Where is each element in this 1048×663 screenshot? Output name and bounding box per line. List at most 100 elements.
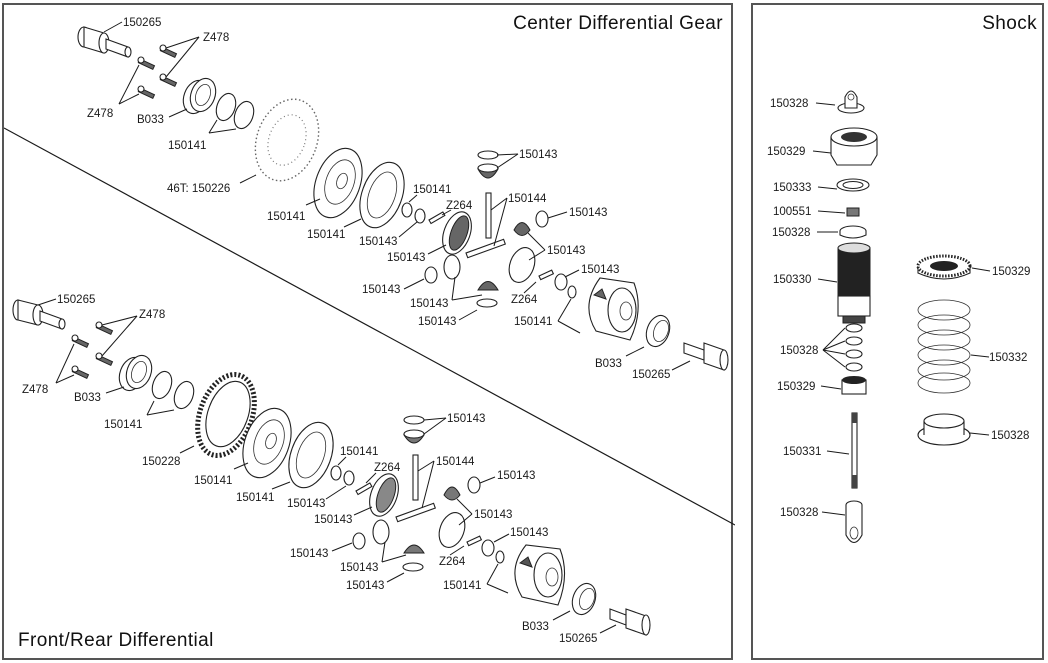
center-case-cover-part bbox=[313, 147, 363, 219]
label-150329: 150329 bbox=[777, 381, 815, 393]
center-pin bbox=[428, 211, 446, 225]
label-150228: 150228 bbox=[142, 456, 180, 468]
fr-bearing-part bbox=[118, 354, 153, 392]
label-150328: 150328 bbox=[770, 98, 808, 110]
label-150141: 150141 bbox=[307, 229, 345, 241]
center-washer-right bbox=[535, 210, 549, 228]
shock-cap-eyelet bbox=[837, 90, 865, 114]
label-150265: 150265 bbox=[123, 17, 161, 29]
center-oring-case bbox=[567, 285, 577, 299]
label-150333: 150333 bbox=[773, 182, 811, 194]
fr-bottom-gear bbox=[402, 544, 425, 572]
center-oring-small bbox=[401, 202, 413, 218]
fr-outdrive-2 bbox=[609, 608, 651, 636]
fr-washer-right bbox=[467, 476, 481, 494]
fr-ring-gear-part bbox=[195, 372, 257, 458]
label-150329: 150329 bbox=[992, 266, 1030, 278]
center-diff-title: Center Differential Gear bbox=[513, 13, 723, 34]
label-150141: 150141 bbox=[194, 475, 232, 487]
label-150141: 150141 bbox=[514, 316, 552, 328]
label-150143: 150143 bbox=[290, 548, 328, 560]
center-bevel-gear-big bbox=[442, 211, 472, 255]
label-150331: 150331 bbox=[783, 446, 821, 458]
fr-bearing-2 bbox=[571, 582, 597, 616]
fr-cross-shafts bbox=[395, 454, 437, 523]
center-spur-gear-dotted bbox=[254, 98, 320, 182]
fr-washer-small bbox=[343, 470, 355, 486]
label-150141: 150141 bbox=[443, 580, 481, 592]
fr-bevel-gear-big bbox=[369, 473, 399, 517]
label-150143: 150143 bbox=[287, 498, 325, 510]
label-150328: 150328 bbox=[780, 507, 818, 519]
fr-outdrive-part bbox=[12, 299, 66, 330]
label-150143: 150143 bbox=[418, 316, 456, 328]
label-150141: 150141 bbox=[168, 140, 206, 152]
fr-washer-case bbox=[481, 539, 495, 557]
shock-cap bbox=[830, 127, 878, 166]
label-150141: 150141 bbox=[104, 419, 142, 431]
front-rear-diff-title: Front/Rear Differential bbox=[18, 630, 214, 651]
label-150328: 150328 bbox=[991, 430, 1029, 442]
label-z478: Z478 bbox=[139, 309, 165, 321]
shock-seals bbox=[845, 323, 863, 372]
shock-spring-cup bbox=[917, 413, 971, 446]
label-150144: 150144 bbox=[436, 456, 475, 468]
label-150328: 150328 bbox=[780, 345, 818, 357]
center-washer-small bbox=[414, 208, 426, 224]
front-rear-labels: 150265 Z478 Z478 B033 150141 150228 1501… bbox=[22, 294, 617, 645]
differential-exploded-diagram: 150265 Z478 Z478 B033 150141 46T: 150226… bbox=[4, 17, 735, 645]
label-z478: Z478 bbox=[22, 384, 48, 396]
fr-side-gear-right bbox=[438, 512, 466, 548]
center-outdrive-2 bbox=[683, 342, 729, 371]
shock-exploded-diagram: 150328 150329 150333 100551 150328 15033… bbox=[767, 90, 1030, 544]
shock-oring-inner bbox=[842, 181, 864, 189]
label-150265: 150265 bbox=[559, 633, 597, 645]
label-150144: 150144 bbox=[508, 193, 547, 205]
label-150143: 150143 bbox=[410, 298, 448, 310]
label-150143: 150143 bbox=[519, 149, 557, 161]
differential-panel: Center Differential Gear Front/Rear Diff… bbox=[2, 3, 735, 660]
label-b033: B033 bbox=[595, 358, 622, 370]
label-z264: Z264 bbox=[374, 462, 401, 474]
fr-oring-case bbox=[495, 550, 505, 564]
fr-right-gear bbox=[443, 486, 461, 501]
shock-panel: Shock bbox=[751, 3, 1044, 660]
center-washer-left bbox=[424, 266, 438, 284]
center-side-gear-right bbox=[508, 247, 536, 283]
label-spur-gear: 46T: 150226 bbox=[167, 183, 230, 195]
label-100551: 100551 bbox=[773, 206, 811, 218]
center-gasket-part bbox=[359, 161, 405, 229]
shock-piston bbox=[839, 225, 867, 239]
shock-nut bbox=[846, 207, 860, 217]
fr-washer-left bbox=[352, 532, 366, 550]
label-150141: 150141 bbox=[340, 446, 378, 458]
fr-small-gear-left bbox=[372, 519, 390, 545]
label-150141: 150141 bbox=[236, 492, 274, 504]
fr-shim-2 bbox=[173, 380, 195, 410]
shock-labels: 150328 150329 150333 100551 150328 15033… bbox=[767, 98, 1030, 519]
label-150328: 150328 bbox=[772, 227, 810, 239]
center-bearing-part bbox=[182, 77, 217, 115]
center-shim-2 bbox=[233, 100, 255, 130]
fr-oring-small bbox=[330, 465, 342, 481]
center-right-gear bbox=[513, 222, 531, 236]
label-150330: 150330 bbox=[773, 274, 811, 286]
label-150141: 150141 bbox=[413, 184, 451, 196]
label-150265: 150265 bbox=[632, 369, 670, 381]
label-z264: Z264 bbox=[511, 294, 538, 306]
label-150141: 150141 bbox=[267, 211, 305, 223]
center-washer-case bbox=[554, 273, 568, 291]
center-cross-shafts bbox=[465, 192, 507, 259]
center-shim-1 bbox=[215, 92, 237, 122]
center-pin-2 bbox=[538, 269, 555, 281]
label-150143: 150143 bbox=[362, 284, 400, 296]
fr-pin bbox=[355, 482, 373, 496]
label-150143: 150143 bbox=[340, 562, 378, 574]
label-z264: Z264 bbox=[446, 200, 473, 212]
shock-title: Shock bbox=[982, 13, 1037, 34]
shock-shaft bbox=[851, 412, 858, 489]
center-screws bbox=[137, 44, 178, 100]
label-150143: 150143 bbox=[474, 509, 512, 521]
shock-bottom-cap bbox=[841, 376, 867, 395]
label-b033: B033 bbox=[522, 621, 549, 633]
